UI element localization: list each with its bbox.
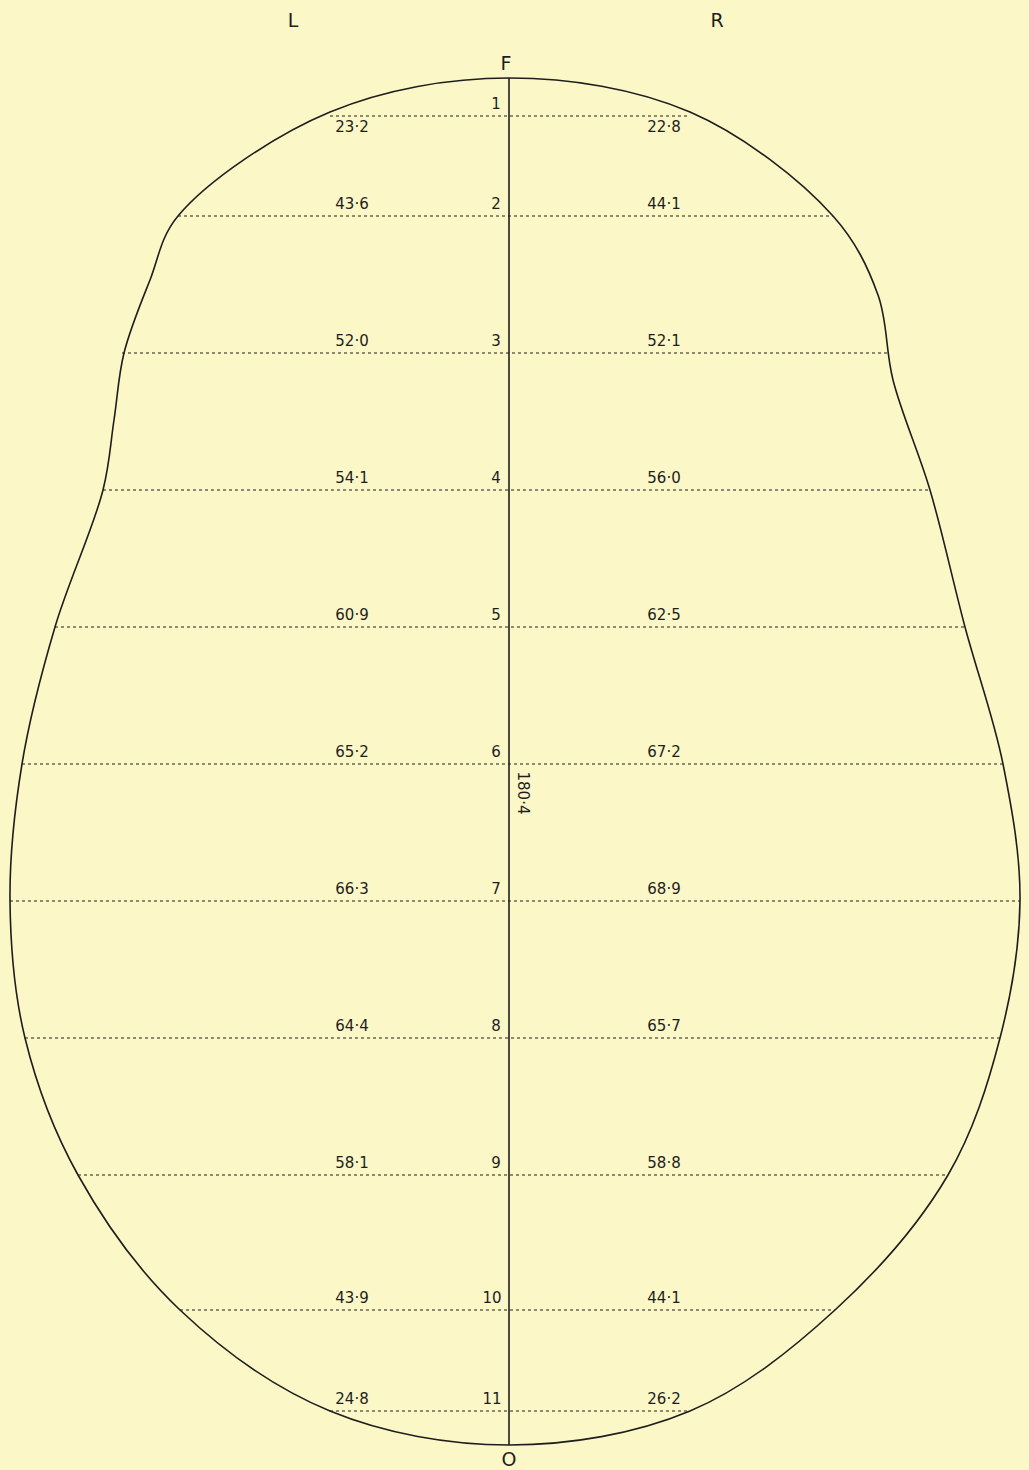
right-width: 22·8 — [647, 120, 680, 135]
row-number: 11 — [482, 1392, 501, 1407]
midline — [508, 78, 510, 1445]
measurement-line — [22, 763, 1003, 764]
row-number: 8 — [491, 1019, 501, 1034]
measurement-line — [330, 115, 690, 116]
row-number: 3 — [491, 334, 501, 349]
measurement-line — [103, 489, 930, 490]
row-number: 5 — [491, 608, 501, 623]
row-number: 7 — [491, 882, 501, 897]
left-width: 60·9 — [335, 608, 368, 623]
point-letter: O — [502, 1450, 517, 1469]
left-width: 54·1 — [335, 471, 368, 486]
point-letter: F — [501, 54, 512, 73]
measurement-line — [55, 626, 965, 627]
left-width: 23·2 — [335, 120, 368, 135]
row-number: 9 — [491, 1156, 501, 1171]
row-number: 1 — [491, 97, 501, 112]
right-width: 58·8 — [647, 1156, 680, 1171]
row-number: 10 — [482, 1291, 501, 1306]
left-width: 43·6 — [335, 197, 368, 212]
transverse-lines — [10, 116, 1020, 1411]
row-number: 6 — [491, 745, 501, 760]
left-width: 65·2 — [335, 745, 368, 760]
measurement-line — [122, 352, 888, 353]
right-width: 44·1 — [647, 197, 680, 212]
right-width: 68·9 — [647, 882, 680, 897]
left-width: 64·4 — [335, 1019, 368, 1034]
skull-outline — [10, 78, 1020, 1445]
row-number: 4 — [491, 471, 501, 486]
measurement-line — [180, 1309, 835, 1310]
left-width: 24·8 — [335, 1392, 368, 1407]
right-width: 56·0 — [647, 471, 680, 486]
right-width: 65·7 — [647, 1019, 680, 1034]
left-width: 43·9 — [335, 1291, 368, 1306]
left-width: 66·3 — [335, 882, 368, 897]
left-width: 58·1 — [335, 1156, 368, 1171]
row-number: 2 — [491, 197, 501, 212]
measurement-line — [178, 215, 833, 216]
length-dimension: 180·4 — [515, 772, 530, 815]
side-letter: L — [288, 11, 299, 30]
right-width: 67·2 — [647, 745, 680, 760]
right-width: 62·5 — [647, 608, 680, 623]
right-width: 44·1 — [647, 1291, 680, 1306]
measurement-line — [10, 900, 1020, 901]
measurement-line — [330, 1410, 690, 1411]
measurement-line — [25, 1037, 1000, 1038]
right-width: 26·2 — [647, 1392, 680, 1407]
right-width: 52·1 — [647, 334, 680, 349]
side-letter: R — [710, 11, 723, 30]
measurement-line — [78, 1174, 948, 1175]
left-width: 52·0 — [335, 334, 368, 349]
